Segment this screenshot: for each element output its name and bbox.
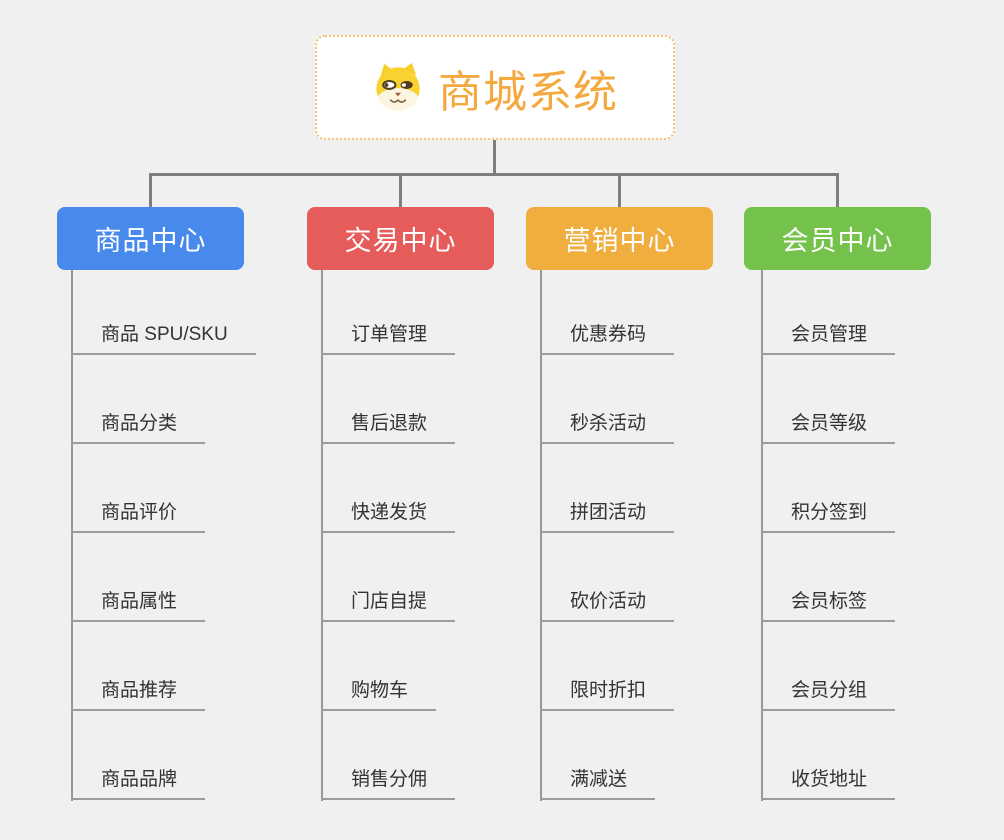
- leaf-node[interactable]: 会员分组: [761, 669, 896, 711]
- connector-drop-trade: [399, 173, 402, 207]
- leaf-node[interactable]: 快递发货: [321, 491, 456, 533]
- leaf-node[interactable]: 销售分佣: [321, 758, 456, 800]
- leaf-node[interactable]: 门店自提: [321, 580, 456, 622]
- branch-spine-marketing: [540, 270, 542, 801]
- leaf-node[interactable]: 购物车: [321, 669, 437, 711]
- connector-drop-members: [836, 173, 839, 207]
- leaf-node[interactable]: 拼团活动: [540, 491, 675, 533]
- leaf-node[interactable]: 订单管理: [321, 313, 456, 355]
- leaf-node[interactable]: 限时折扣: [540, 669, 675, 711]
- connector-horizontal: [149, 173, 839, 176]
- leaf-node[interactable]: 售后退款: [321, 402, 456, 444]
- branch-spine-trade: [321, 270, 323, 801]
- branch-node-members[interactable]: 会员中心: [744, 207, 931, 270]
- branch-node-trade[interactable]: 交易中心: [307, 207, 494, 270]
- connector-drop-marketing: [618, 173, 621, 207]
- leaf-node[interactable]: 秒杀活动: [540, 402, 675, 444]
- leaf-node[interactable]: 会员管理: [761, 313, 896, 355]
- branch-node-marketing[interactable]: 营销中心: [526, 207, 713, 270]
- leaf-node[interactable]: 商品分类: [71, 402, 206, 444]
- leaf-node[interactable]: 满减送: [540, 758, 656, 800]
- leaf-node[interactable]: 会员等级: [761, 402, 896, 444]
- leaf-node[interactable]: 商品评价: [71, 491, 206, 533]
- leaf-node[interactable]: 会员标签: [761, 580, 896, 622]
- leaf-node[interactable]: 商品推荐: [71, 669, 206, 711]
- branch-node-products[interactable]: 商品中心: [57, 207, 244, 270]
- dog-face-icon: [376, 62, 420, 111]
- leaf-node[interactable]: 商品 SPU/SKU: [71, 313, 256, 355]
- leaf-node[interactable]: 商品品牌: [71, 758, 206, 800]
- branch-spine-products: [71, 270, 73, 801]
- leaf-node[interactable]: 积分签到: [761, 491, 896, 533]
- root-title: 商城系统: [438, 67, 618, 117]
- connector-root-stem: [493, 140, 496, 174]
- leaf-node[interactable]: 收货地址: [761, 758, 896, 800]
- connector-drop-products: [149, 173, 152, 207]
- leaf-node[interactable]: 砍价活动: [540, 580, 675, 622]
- root-node[interactable]: 商城系统: [315, 35, 675, 140]
- leaf-node[interactable]: 商品属性: [71, 580, 206, 622]
- branch-spine-members: [761, 270, 763, 801]
- leaf-node[interactable]: 优惠券码: [540, 313, 675, 355]
